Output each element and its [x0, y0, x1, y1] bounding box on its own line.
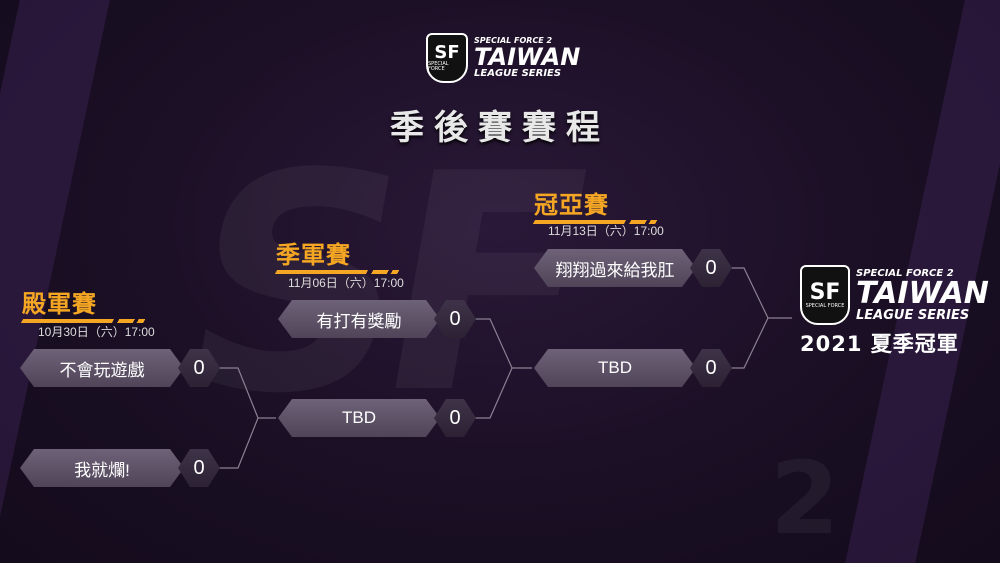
team-score: 0	[178, 449, 220, 487]
match-slot[interactable]: TBD 0	[534, 348, 732, 388]
connector-round2	[470, 318, 532, 419]
logo-mark-sub: SPECIAL FORCE	[428, 61, 449, 72]
match-slot[interactable]: 翔翔過來給我肛 0	[534, 248, 732, 288]
team-name: 不會玩遊戲	[20, 349, 184, 387]
logo-line3: LEAGUE SERIES	[856, 307, 970, 323]
logo-line1: SPECIAL FORCE 2	[474, 36, 553, 45]
sf-shield-icon: SF SPECIAL FORCE	[426, 33, 468, 83]
round-title-third: 季軍賽	[276, 235, 351, 270]
round-date-final: 11月13日（六）17:00	[548, 224, 664, 238]
background-2-watermark: 2	[770, 440, 840, 557]
team-name: 我就爛!	[20, 449, 184, 487]
logo-brand: SPECIAL FORCE 2 TAIWAN LEAGUE SERIES	[856, 267, 989, 323]
logo-mark-sub: SPECIAL FORCE	[805, 302, 845, 309]
logo-mark: SF	[809, 279, 841, 305]
team-score: 0	[690, 249, 732, 287]
team-score: 0	[434, 300, 476, 338]
logo-line1: SPECIAL FORCE 2	[856, 267, 954, 279]
connector-round1	[214, 367, 276, 469]
team-score: 0	[690, 349, 732, 387]
logo-mark: SF	[434, 42, 460, 63]
team-name: TBD	[534, 349, 696, 387]
round-title-final: 冠亞賽	[534, 185, 609, 220]
round-date-fifth: 10月30日（六）17:00	[38, 325, 155, 339]
page-title: 季後賽賽程	[390, 108, 610, 148]
league-logo-top: SF SPECIAL FORCE SPECIAL FORCE 2 TAIWAN …	[426, 33, 580, 83]
logo-line2: TAIWAN	[856, 275, 989, 311]
round-date-third: 11月06日（六）17:00	[288, 276, 404, 290]
team-score: 0	[434, 399, 476, 437]
team-name: TBD	[278, 399, 440, 437]
team-name: 有打有獎勵	[278, 300, 440, 338]
logo-line3: LEAGUE SERIES	[474, 68, 562, 79]
sf-shield-icon: SF SPECIAL FORCE	[800, 265, 850, 325]
match-slot[interactable]: TBD 0	[278, 398, 476, 438]
team-name: 翔翔過來給我肛	[534, 249, 696, 287]
team-score: 0	[178, 349, 220, 387]
league-logo-champion: SF SPECIAL FORCE SPECIAL FORCE 2 TAIWAN …	[800, 265, 989, 325]
logo-line2: TAIWAN	[474, 43, 581, 71]
match-slot[interactable]: 我就爛! 0	[20, 448, 220, 488]
connector-final	[726, 267, 792, 369]
logo-brand: SPECIAL FORCE 2 TAIWAN LEAGUE SERIES	[474, 37, 580, 79]
round-title-fifth: 殿軍賽	[22, 284, 97, 319]
match-slot[interactable]: 有打有獎勵 0	[278, 299, 476, 339]
champion-label: 2021 夏季冠軍	[800, 332, 959, 356]
match-slot[interactable]: 不會玩遊戲 0	[20, 348, 220, 388]
